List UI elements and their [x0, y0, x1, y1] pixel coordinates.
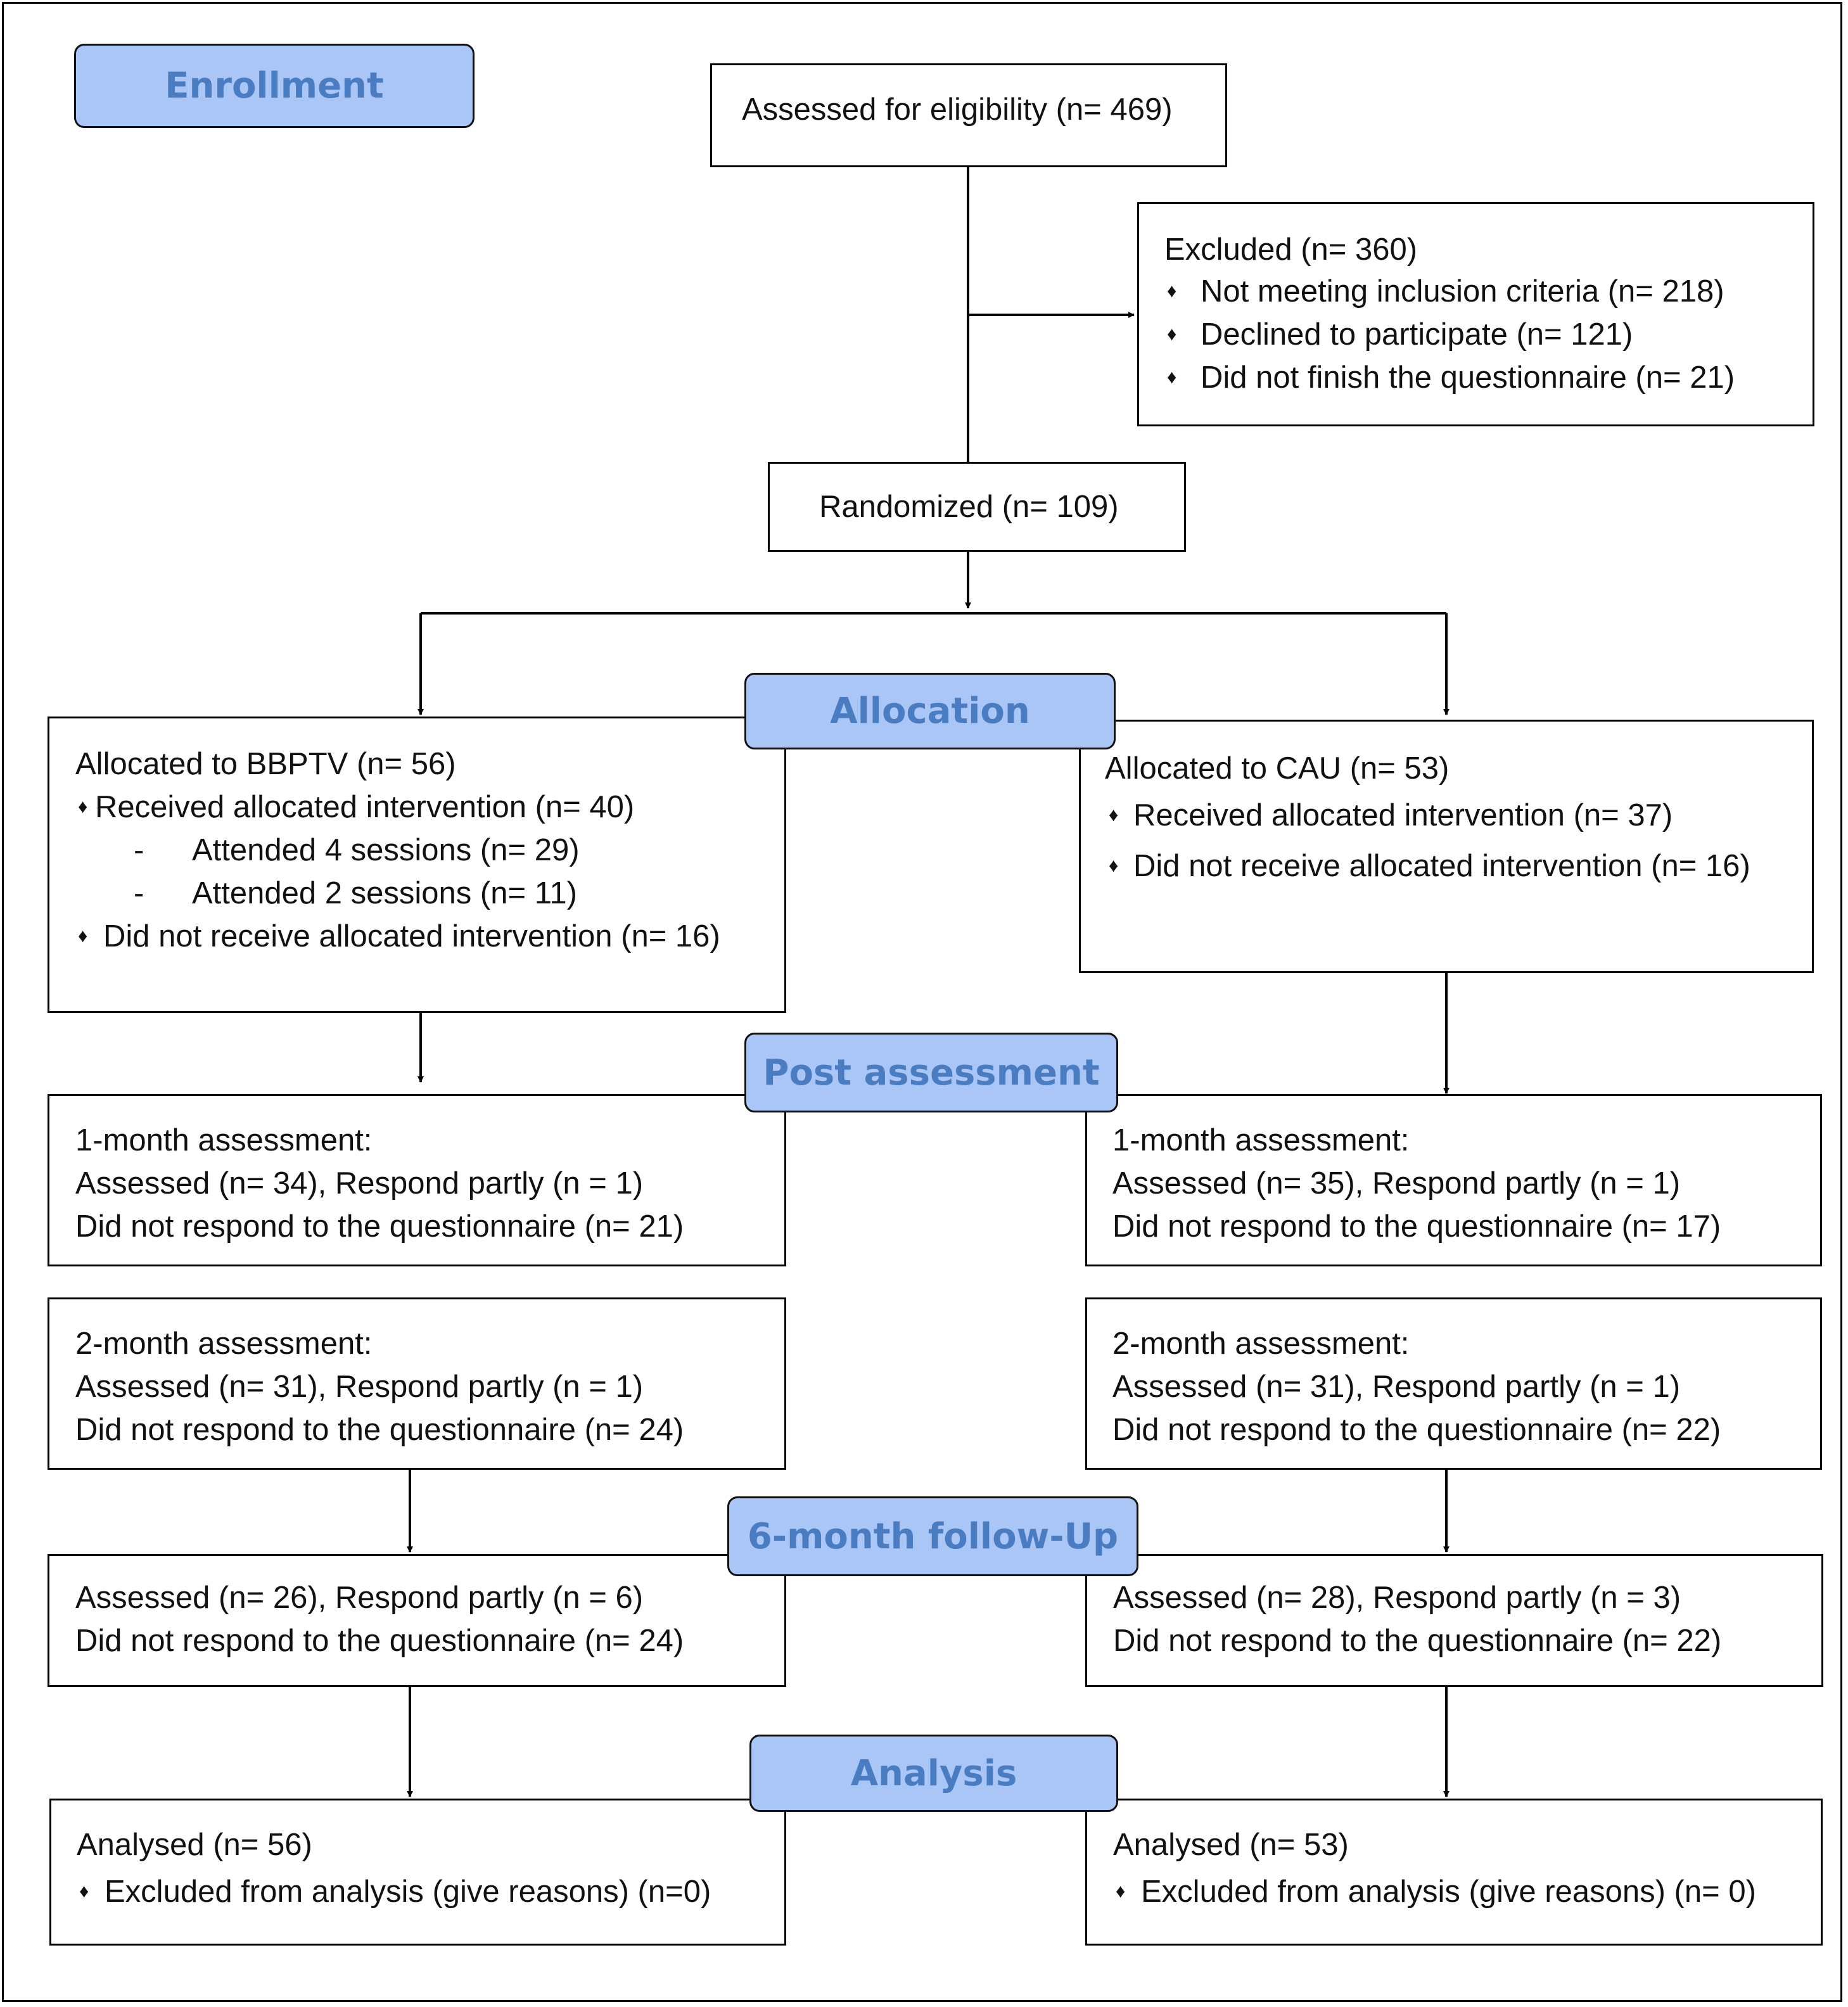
allocation-right-box: Allocated to CAU (n= 53) ♦ Received allo… — [1079, 720, 1814, 973]
black-diamond-icon: ♦ — [1116, 1881, 1126, 1902]
one-month-nonresponse: Did not respond to the questionnaire (n=… — [75, 1209, 684, 1244]
cau-received: Received allocated intervention (n= 37) — [1133, 798, 1673, 832]
analysis-excluded: Excluded from analysis (give reasons) (n… — [105, 1875, 711, 1909]
bbptv-not-received: Did not receive allocated intervention (… — [103, 919, 720, 953]
excluded-box: Excluded (n= 360) ♦ Not meeting inclusio… — [1137, 202, 1814, 426]
randomized-box: Randomized (n= 109) — [768, 462, 1186, 552]
excluded-item: Not meeting inclusion criteria (n= 218) — [1201, 274, 1724, 309]
eligibility-box: Assessed for eligibility (n= 469) — [710, 63, 1227, 167]
followup-right-box: Assessed (n= 28), Respond partly (n = 3)… — [1085, 1554, 1823, 1687]
one-month-assessed: Assessed (n= 35), Respond partly (n = 1) — [1112, 1166, 1681, 1201]
post-right-2month-box: 2-month assessment: Assessed (n= 31), Re… — [1085, 1297, 1822, 1470]
sub-item-dash: - — [134, 833, 144, 867]
eligibility-text: Assessed for eligibility (n= 469) — [742, 92, 1173, 127]
two-month-nonresponse: Did not respond to the questionnaire (n=… — [1112, 1413, 1721, 1447]
bbptv-received: Received allocated intervention (n= 40) — [95, 790, 635, 824]
excluded-item: Declined to participate (n= 121) — [1201, 317, 1633, 352]
followup-nonresponse: Did not respond to the questionnaire (n=… — [1113, 1624, 1722, 1658]
cau-not-received: Did not receive allocated intervention (… — [1133, 849, 1750, 883]
analysis-excluded: Excluded from analysis (give reasons) (n… — [1141, 1875, 1756, 1909]
randomized-text: Randomized (n= 109) — [819, 490, 1119, 524]
bbptv-sub-item: Attended 2 sessions (n= 11) — [192, 876, 577, 910]
post-left-1month-box: 1-month assessment: Assessed (n= 34), Re… — [48, 1094, 786, 1266]
stage-label-post-assessment: Post assessment — [744, 1033, 1118, 1112]
two-month-nonresponse: Did not respond to the questionnaire (n=… — [75, 1413, 684, 1447]
one-month-heading: 1-month assessment: — [1112, 1123, 1410, 1157]
black-diamond-icon: ♦ — [79, 1881, 89, 1902]
two-month-heading: 2-month assessment: — [75, 1327, 373, 1361]
sub-item-dash: - — [134, 876, 144, 910]
black-diamond-icon: ♦ — [78, 926, 88, 946]
one-month-nonresponse: Did not respond to the questionnaire (n=… — [1112, 1209, 1721, 1244]
bbptv-sub-item: Attended 4 sessions (n= 29) — [192, 833, 580, 867]
followup-assessed: Assessed (n= 26), Respond partly (n = 6) — [75, 1581, 644, 1615]
post-right-1month-box: 1-month assessment: Assessed (n= 35), Re… — [1085, 1094, 1822, 1266]
black-diamond-icon: ♦ — [78, 796, 88, 817]
stage-label-enrollment: Enrollment — [74, 44, 475, 128]
two-month-assessed: Assessed (n= 31), Respond partly (n = 1) — [75, 1370, 644, 1404]
analysed-count: Analysed (n= 53) — [1113, 1828, 1349, 1862]
one-month-heading: 1-month assessment: — [75, 1123, 373, 1157]
one-month-assessed: Assessed (n= 34), Respond partly (n = 1) — [75, 1166, 644, 1201]
excluded-item: Did not finish the questionnaire (n= 21) — [1201, 360, 1735, 395]
two-month-heading: 2-month assessment: — [1112, 1327, 1410, 1361]
bbptv-title: Allocated to BBPTV (n= 56) — [75, 747, 456, 781]
post-left-2month-box: 2-month assessment: Assessed (n= 31), Re… — [48, 1297, 786, 1470]
followup-nonresponse: Did not respond to the questionnaire (n=… — [75, 1624, 684, 1658]
excluded-title: Excluded (n= 360) — [1164, 233, 1418, 267]
followup-left-box: Assessed (n= 26), Respond partly (n = 6)… — [48, 1554, 786, 1687]
followup-assessed: Assessed (n= 28), Respond partly (n = 3) — [1113, 1581, 1681, 1615]
analysis-left-box: Analysed (n= 56) ♦ Excluded from analysi… — [49, 1799, 786, 1946]
two-month-assessed: Assessed (n= 31), Respond partly (n = 1) — [1112, 1370, 1681, 1404]
allocation-left-box: Allocated to BBPTV (n= 56) ♦ Received al… — [48, 717, 786, 1013]
stage-label-allocation: Allocation — [744, 673, 1116, 749]
black-diamond-icon: ♦ — [1167, 281, 1177, 302]
analysed-count: Analysed (n= 56) — [77, 1828, 312, 1862]
black-diamond-icon: ♦ — [1167, 367, 1177, 388]
black-diamond-icon: ♦ — [1109, 805, 1119, 825]
black-diamond-icon: ♦ — [1167, 324, 1177, 345]
stage-label-follow-up: 6-month follow-Up — [727, 1496, 1138, 1576]
black-diamond-icon: ♦ — [1109, 855, 1119, 876]
analysis-right-box: Analysed (n= 53) ♦ Excluded from analysi… — [1085, 1799, 1823, 1946]
cau-title: Allocated to CAU (n= 53) — [1105, 751, 1450, 786]
stage-label-analysis: Analysis — [749, 1735, 1118, 1812]
